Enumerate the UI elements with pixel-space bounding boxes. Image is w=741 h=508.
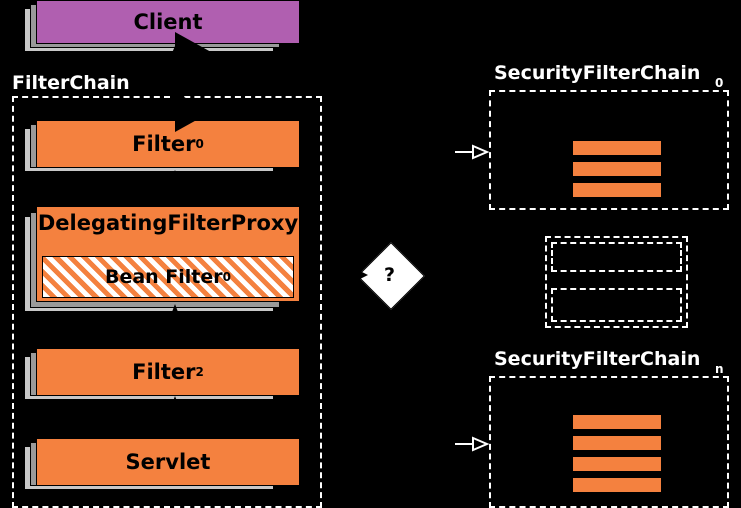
chain-0-filter-2[interactable] [572, 182, 662, 198]
security-filter-chain-0-path: /api/** [584, 100, 641, 119]
chain-n-filter-1[interactable] [572, 435, 662, 451]
chain-n-filter-2[interactable] [572, 456, 662, 472]
security-filter-chain-n-group [489, 376, 729, 508]
filter2-label: Filter [132, 360, 196, 384]
filterchain-group [12, 96, 322, 508]
servlet-label: Servlet [125, 450, 211, 474]
chain-placeholder-slot-0 [551, 242, 682, 272]
client-label: Client [133, 10, 203, 34]
chain-0-filter-0[interactable] [572, 140, 662, 156]
chain-placeholder-slot-1 [551, 288, 682, 322]
bean-filter0-subscript: 0 [222, 270, 232, 284]
filter0-subscript: 0 [195, 137, 204, 151]
security-filter-chain-n-path: /** [600, 386, 623, 405]
chain-n-filter-3[interactable] [572, 477, 662, 493]
security-filter-chain-0-group [489, 90, 729, 210]
delegating-filter-proxy-label: DelegatingFilterProxy [37, 211, 299, 235]
chain-0-filter-1[interactable] [572, 161, 662, 177]
bean-filter0-label: Bean Filter [104, 266, 223, 288]
servlet-box[interactable]: Servlet [36, 438, 300, 486]
filter0-label: Filter [132, 132, 196, 156]
security-filter-chain-0-title: SecurityFilterChain [494, 62, 701, 84]
security-filter-chain-0-subscript: 0 [715, 76, 724, 90]
filter2-subscript: 2 [195, 365, 204, 379]
client-box[interactable]: Client [36, 0, 300, 44]
decision-label: ? [384, 264, 396, 286]
security-filter-chain-placeholder-group [545, 236, 688, 328]
security-filter-chain-n-subscript: n [715, 362, 724, 376]
filterchain-group-label: FilterChain [12, 72, 130, 94]
security-filter-chain-n-title: SecurityFilterChain [494, 348, 701, 370]
chain-n-filter-0[interactable] [572, 414, 662, 430]
